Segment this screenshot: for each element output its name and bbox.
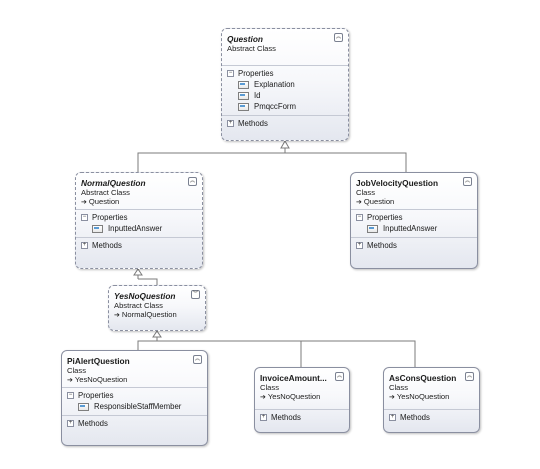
properties-section: − Properties InputtedAnswer — [76, 209, 202, 237]
properties-section: − Properties Explanation Id PmqccForm — [222, 65, 348, 115]
methods-section: + Methods — [222, 115, 348, 132]
properties-section: − Properties ResponsibleStaffMember — [62, 387, 207, 415]
inheritance-arrow-icon: ➔ — [260, 394, 266, 401]
class-normal-question[interactable]: NormalQuestion Abstract Class ➔Question … — [75, 172, 203, 269]
inheritance-arrowhead-normalquestion — [133, 268, 143, 276]
methods-header[interactable]: + Methods — [389, 413, 430, 422]
double-chevron-up-icon[interactable]: ︽ — [334, 33, 343, 42]
class-name: Question — [227, 34, 263, 44]
plus-toggle-icon[interactable]: + — [260, 414, 267, 421]
inheritance-arrow-icon: ➔ — [356, 199, 362, 206]
class-invoice-amount-question[interactable]: InvoiceAmount... Class ➔YesNoQuestion ︽ … — [254, 367, 350, 433]
base-class: ➔YesNoQuestion — [260, 392, 321, 401]
inheritance-arrowhead-question — [280, 139, 290, 149]
class-pi-alert-question[interactable]: PiAlertQuestion Class ➔YesNoQuestion ︽ −… — [61, 350, 208, 446]
methods-header[interactable]: + Methods — [227, 119, 268, 128]
class-name: InvoiceAmount... — [260, 373, 327, 383]
property-item[interactable]: Id — [227, 90, 343, 101]
property-item[interactable]: InputtedAnswer — [81, 223, 197, 234]
double-chevron-up-icon[interactable]: ︽ — [188, 177, 197, 186]
properties-section: − Properties InputtedAnswer — [351, 209, 477, 237]
class-name: YesNoQuestion — [114, 291, 176, 301]
base-class: ➔Question — [356, 197, 395, 206]
methods-section: + Methods — [351, 237, 477, 254]
double-chevron-up-icon[interactable]: ︽ — [335, 372, 344, 381]
double-chevron-up-icon[interactable]: ︽ — [193, 355, 202, 364]
class-yes-no-question[interactable]: YesNoQuestion Abstract Class ➔NormalQues… — [108, 285, 206, 331]
property-item[interactable]: InputtedAnswer — [356, 223, 472, 234]
class-type: Abstract Class — [227, 44, 276, 53]
base-class: ➔YesNoQuestion — [389, 392, 450, 401]
methods-header[interactable]: + Methods — [81, 241, 122, 250]
class-job-velocity-question[interactable]: JobVelocityQuestion Class ➔Question ︽ − … — [350, 172, 478, 269]
property-icon — [367, 224, 378, 233]
class-type: Class — [356, 188, 375, 197]
minus-toggle-icon[interactable]: − — [67, 392, 74, 399]
base-class: ➔NormalQuestion — [114, 310, 177, 319]
property-icon — [92, 224, 103, 233]
property-item[interactable]: PmqccForm — [227, 101, 343, 112]
connector-yesno-children — [137, 337, 416, 367]
inheritance-arrow-icon: ➔ — [67, 377, 73, 384]
property-icon — [238, 102, 249, 111]
properties-header[interactable]: − Properties — [81, 213, 128, 222]
minus-toggle-icon[interactable]: − — [356, 214, 363, 221]
plus-toggle-icon[interactable]: + — [389, 414, 396, 421]
plus-toggle-icon[interactable]: + — [67, 420, 74, 427]
property-icon — [78, 402, 89, 411]
methods-header[interactable]: + Methods — [67, 419, 108, 428]
inheritance-arrowhead-yesnoquestion — [152, 330, 162, 338]
class-type: Class — [260, 383, 279, 392]
class-name: JobVelocityQuestion — [356, 178, 439, 188]
class-type: Class — [67, 366, 86, 375]
inheritance-arrow-icon: ➔ — [81, 199, 87, 206]
connector-normalquestion-yesno — [137, 275, 158, 285]
class-type: Class — [389, 383, 408, 392]
base-class: ➔Question — [81, 197, 120, 206]
methods-header[interactable]: + Methods — [260, 413, 301, 422]
properties-header[interactable]: − Properties — [227, 69, 274, 78]
minus-toggle-icon[interactable]: − — [227, 70, 234, 77]
property-item[interactable]: ResponsibleStaffMember — [67, 401, 202, 412]
minus-toggle-icon[interactable]: − — [81, 214, 88, 221]
methods-section: + Methods — [255, 409, 349, 426]
property-icon — [238, 91, 249, 100]
class-name: NormalQuestion — [81, 178, 146, 188]
inheritance-arrow-icon: ➔ — [114, 312, 120, 319]
plus-toggle-icon[interactable]: + — [356, 242, 363, 249]
inheritance-arrow-icon: ➔ — [389, 394, 395, 401]
double-chevron-up-icon[interactable]: ︽ — [463, 177, 472, 186]
methods-section: + Methods — [384, 409, 479, 426]
property-item[interactable]: Explanation — [227, 79, 343, 90]
class-name: AsConsQuestion — [389, 373, 457, 383]
properties-header[interactable]: − Properties — [67, 391, 114, 400]
double-chevron-up-icon[interactable]: ︽ — [465, 372, 474, 381]
methods-section: + Methods — [76, 237, 202, 254]
class-question[interactable]: Question Abstract Class ︽ − Properties E… — [221, 28, 349, 141]
class-name: PiAlertQuestion — [67, 356, 130, 366]
methods-header[interactable]: + Methods — [356, 241, 397, 250]
property-icon — [238, 80, 249, 89]
connector-question-children — [137, 148, 407, 172]
double-chevron-down-icon[interactable]: ︾ — [191, 290, 200, 299]
class-type: Abstract Class — [114, 301, 163, 310]
base-class: ➔YesNoQuestion — [67, 375, 128, 384]
class-type: Abstract Class — [81, 188, 130, 197]
plus-toggle-icon[interactable]: + — [81, 242, 88, 249]
properties-header[interactable]: − Properties — [356, 213, 403, 222]
methods-section: + Methods — [62, 415, 207, 432]
class-as-cons-question[interactable]: AsConsQuestion Class ➔YesNoQuestion ︽ + … — [383, 367, 480, 433]
plus-toggle-icon[interactable]: + — [227, 120, 234, 127]
